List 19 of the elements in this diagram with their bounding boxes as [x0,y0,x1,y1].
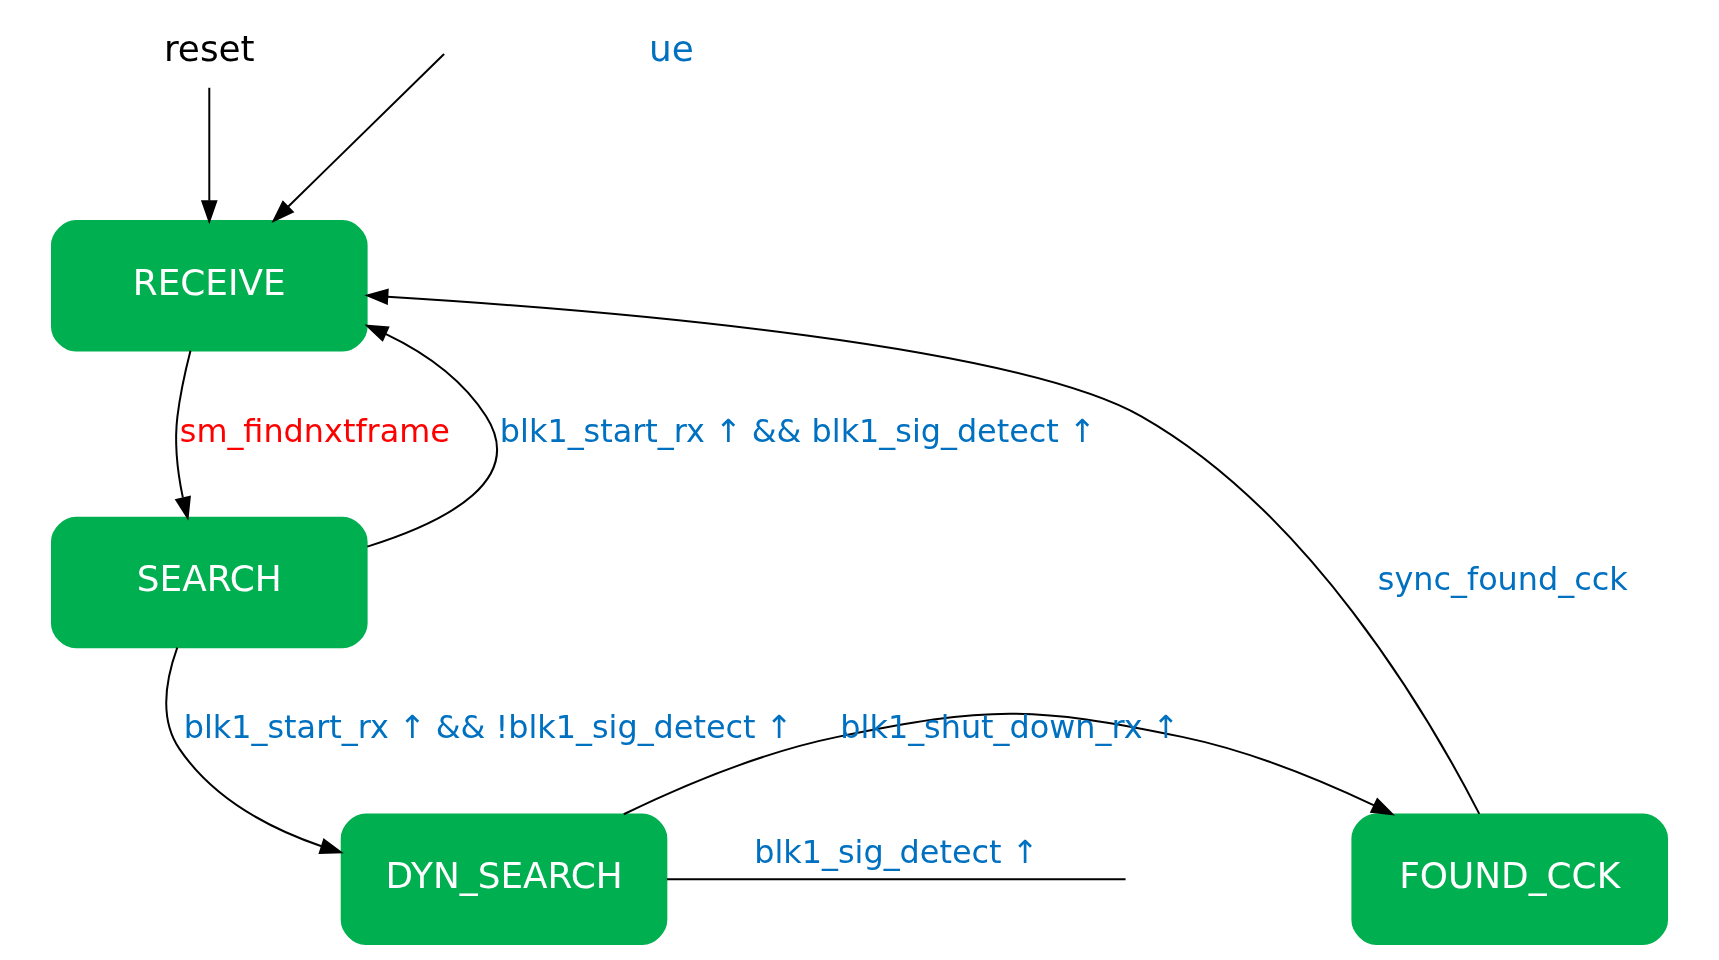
arrow [364,324,498,548]
edge-label: blk1_start_rx ↑ && !blk1_sig_detect ↑ [183,708,793,747]
node-text: reset [163,27,255,69]
arrow [271,53,446,223]
node-box: SEARCH [50,516,368,649]
node-box: FOUND_CCK [1351,813,1669,945]
label: ue [648,27,694,69]
edge-label: sm_findnxtframe [179,411,450,450]
node-box: RECEIVE [50,220,368,352]
arrow [622,712,1395,816]
arrow [165,646,344,855]
arrow [364,288,1481,815]
edge-label: sync_found_cck [1377,560,1628,599]
edge-label: blk1_sig_detect ↑ [754,832,1039,871]
connector [666,878,1127,881]
node-box: DYN_SEARCH [340,813,668,945]
edge-label: blk1_start_rx ↑ && blk1_sig_detect ↑ [499,411,1096,450]
arrow [174,349,192,521]
arrow [200,86,218,225]
